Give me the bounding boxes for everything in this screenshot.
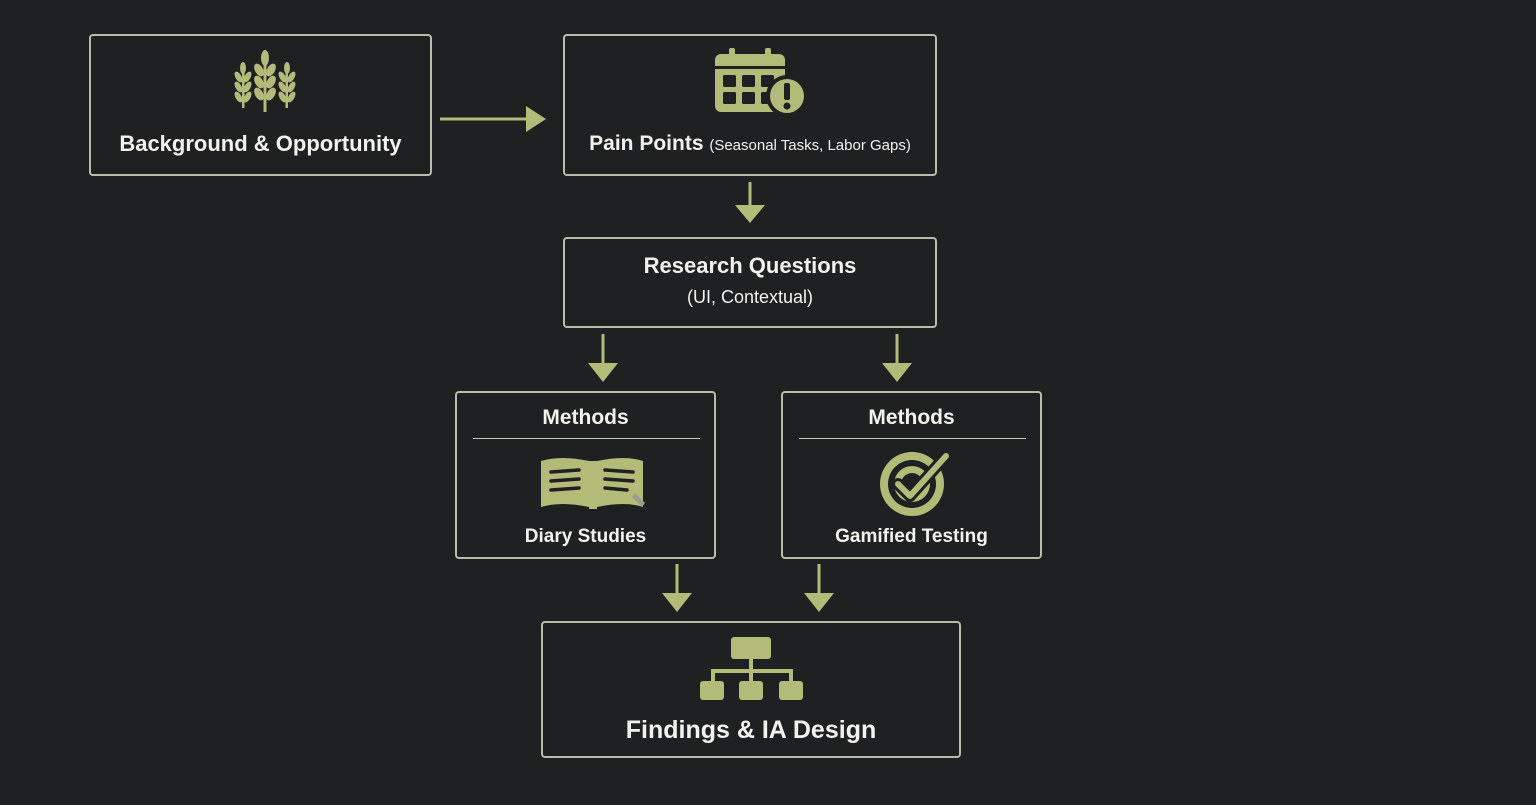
node-methods-gamified: Methods Gamified Testing bbox=[781, 391, 1042, 559]
hierarchy-icon bbox=[700, 637, 803, 700]
methods-left-divider bbox=[473, 438, 700, 439]
calendar-alert-icon bbox=[715, 48, 807, 116]
pain-points-title: Pain Points bbox=[589, 132, 704, 155]
arrow-research-to-methods-left bbox=[588, 334, 618, 382]
arrow-background-to-painpoints bbox=[440, 106, 546, 132]
arrow-methods-left-to-findings bbox=[662, 564, 692, 612]
node-research-questions: Research Questions (UI, Contextual) bbox=[563, 237, 937, 328]
node-pain-points-label: Pain Points (Seasonal Tasks, Labor Gaps) bbox=[565, 132, 935, 156]
research-questions-title: Research Questions bbox=[643, 253, 857, 278]
methods-right-label: Gamified Testing bbox=[835, 526, 988, 547]
research-questions-subtitle: (UI, Contextual) bbox=[686, 287, 814, 307]
arrow-research-to-methods-right bbox=[882, 334, 912, 382]
node-background-label: Background & Opportunity bbox=[119, 131, 402, 156]
open-book-icon bbox=[541, 458, 645, 509]
methods-right-divider bbox=[799, 438, 1026, 439]
methods-left-title: Methods bbox=[542, 406, 629, 429]
node-findings: Findings & IA Design bbox=[541, 621, 961, 758]
node-pain-points: Pain Points (Seasonal Tasks, Labor Gaps) bbox=[563, 34, 937, 176]
node-methods-diary: Methods Diary Studies bbox=[455, 391, 716, 559]
node-background-opportunity: Background & Opportunity bbox=[89, 34, 432, 176]
target-check-icon bbox=[880, 450, 952, 516]
methods-right-title: Methods bbox=[868, 406, 955, 429]
arrow-methods-right-to-findings bbox=[804, 564, 834, 612]
methods-left-label: Diary Studies bbox=[524, 526, 647, 547]
pain-points-subtitle: (Seasonal Tasks, Labor Gaps) bbox=[709, 137, 911, 154]
findings-label: Findings & IA Design bbox=[625, 716, 877, 744]
arrow-painpoints-to-research bbox=[735, 182, 765, 223]
wheat-icon bbox=[234, 50, 296, 112]
